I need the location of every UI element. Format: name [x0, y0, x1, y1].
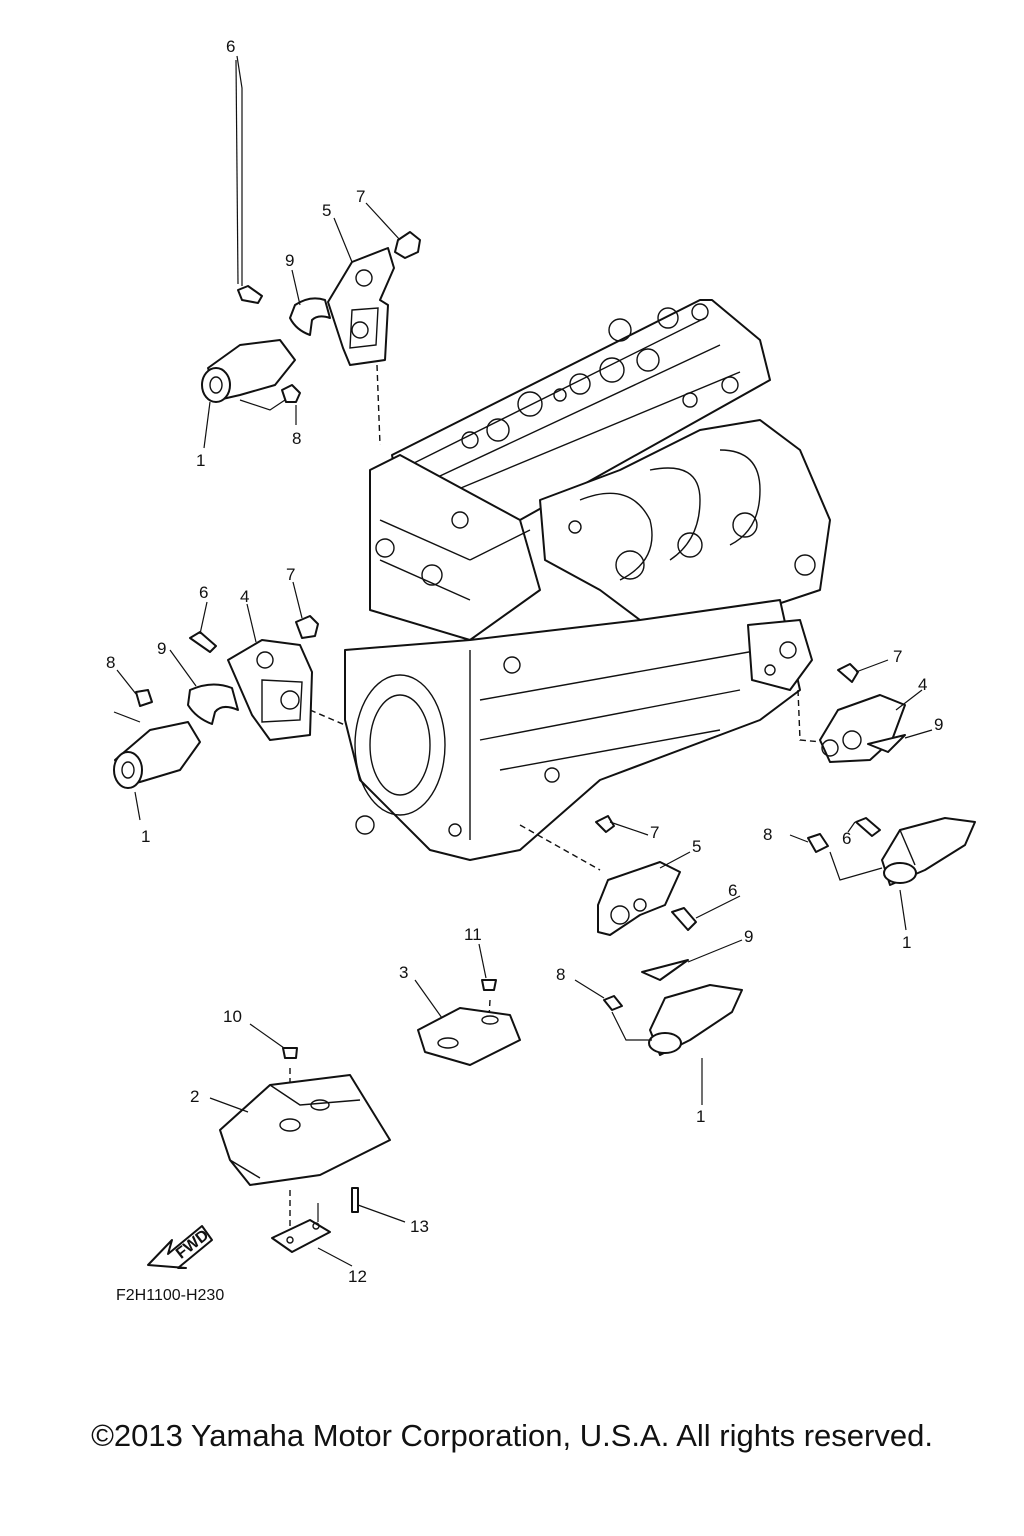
callout-7: 7 — [356, 187, 365, 206]
callout-6: 6 — [842, 829, 851, 848]
callout-12: 12 — [348, 1267, 367, 1286]
callout-4: 4 — [918, 675, 927, 694]
callout-11: 11 — [464, 925, 482, 944]
callout-10: 10 — [223, 1007, 242, 1026]
callout-7: 7 — [286, 565, 295, 584]
callout-9: 9 — [744, 927, 753, 946]
upper-left-mount-assembly — [201, 231, 421, 403]
callouts: 7 5 6 9 8 1 7 6 4 8 9 1 7 4 9 8 6 1 7 5 … — [106, 37, 943, 1286]
mid-left-mount-assembly — [113, 615, 319, 789]
callout-9: 9 — [157, 639, 166, 658]
callout-8: 8 — [556, 965, 565, 984]
center-mount-assembly — [595, 815, 743, 1056]
callout-1: 1 — [196, 451, 205, 470]
leader-lines — [113, 55, 933, 1267]
callout-7: 7 — [893, 647, 902, 666]
engine-block — [344, 299, 831, 861]
callout-6: 6 — [199, 583, 208, 602]
plate-12 — [271, 1187, 359, 1253]
callout-9: 9 — [934, 715, 943, 734]
callout-13: 13 — [410, 1217, 429, 1236]
callout-8: 8 — [763, 825, 772, 844]
callout-4: 4 — [240, 587, 249, 606]
diagram-ref-code: F2H1100-H230 — [116, 1287, 224, 1304]
callout-2: 2 — [190, 1087, 199, 1106]
callout-5: 5 — [322, 201, 331, 220]
copyright-notice: ©2013 Yamaha Motor Corporation, U.S.A. A… — [91, 1418, 933, 1453]
callout-1: 1 — [696, 1107, 705, 1126]
callout-8: 8 — [106, 653, 115, 672]
callout-3: 3 — [399, 963, 408, 982]
callout-1: 1 — [141, 827, 150, 846]
callout-7: 7 — [650, 823, 659, 842]
callout-6: 6 — [728, 881, 737, 900]
callout-5: 5 — [692, 837, 701, 856]
right-mount-assembly — [807, 663, 976, 886]
cover-plate-3 — [417, 979, 521, 1066]
callout-9: 9 — [285, 251, 294, 270]
callout-6: 6 — [226, 37, 235, 56]
callout-8: 8 — [292, 429, 301, 448]
callout-1: 1 — [902, 933, 911, 952]
fwd-arrow: FWD — [147, 1225, 213, 1269]
cover-2 — [219, 1047, 391, 1186]
